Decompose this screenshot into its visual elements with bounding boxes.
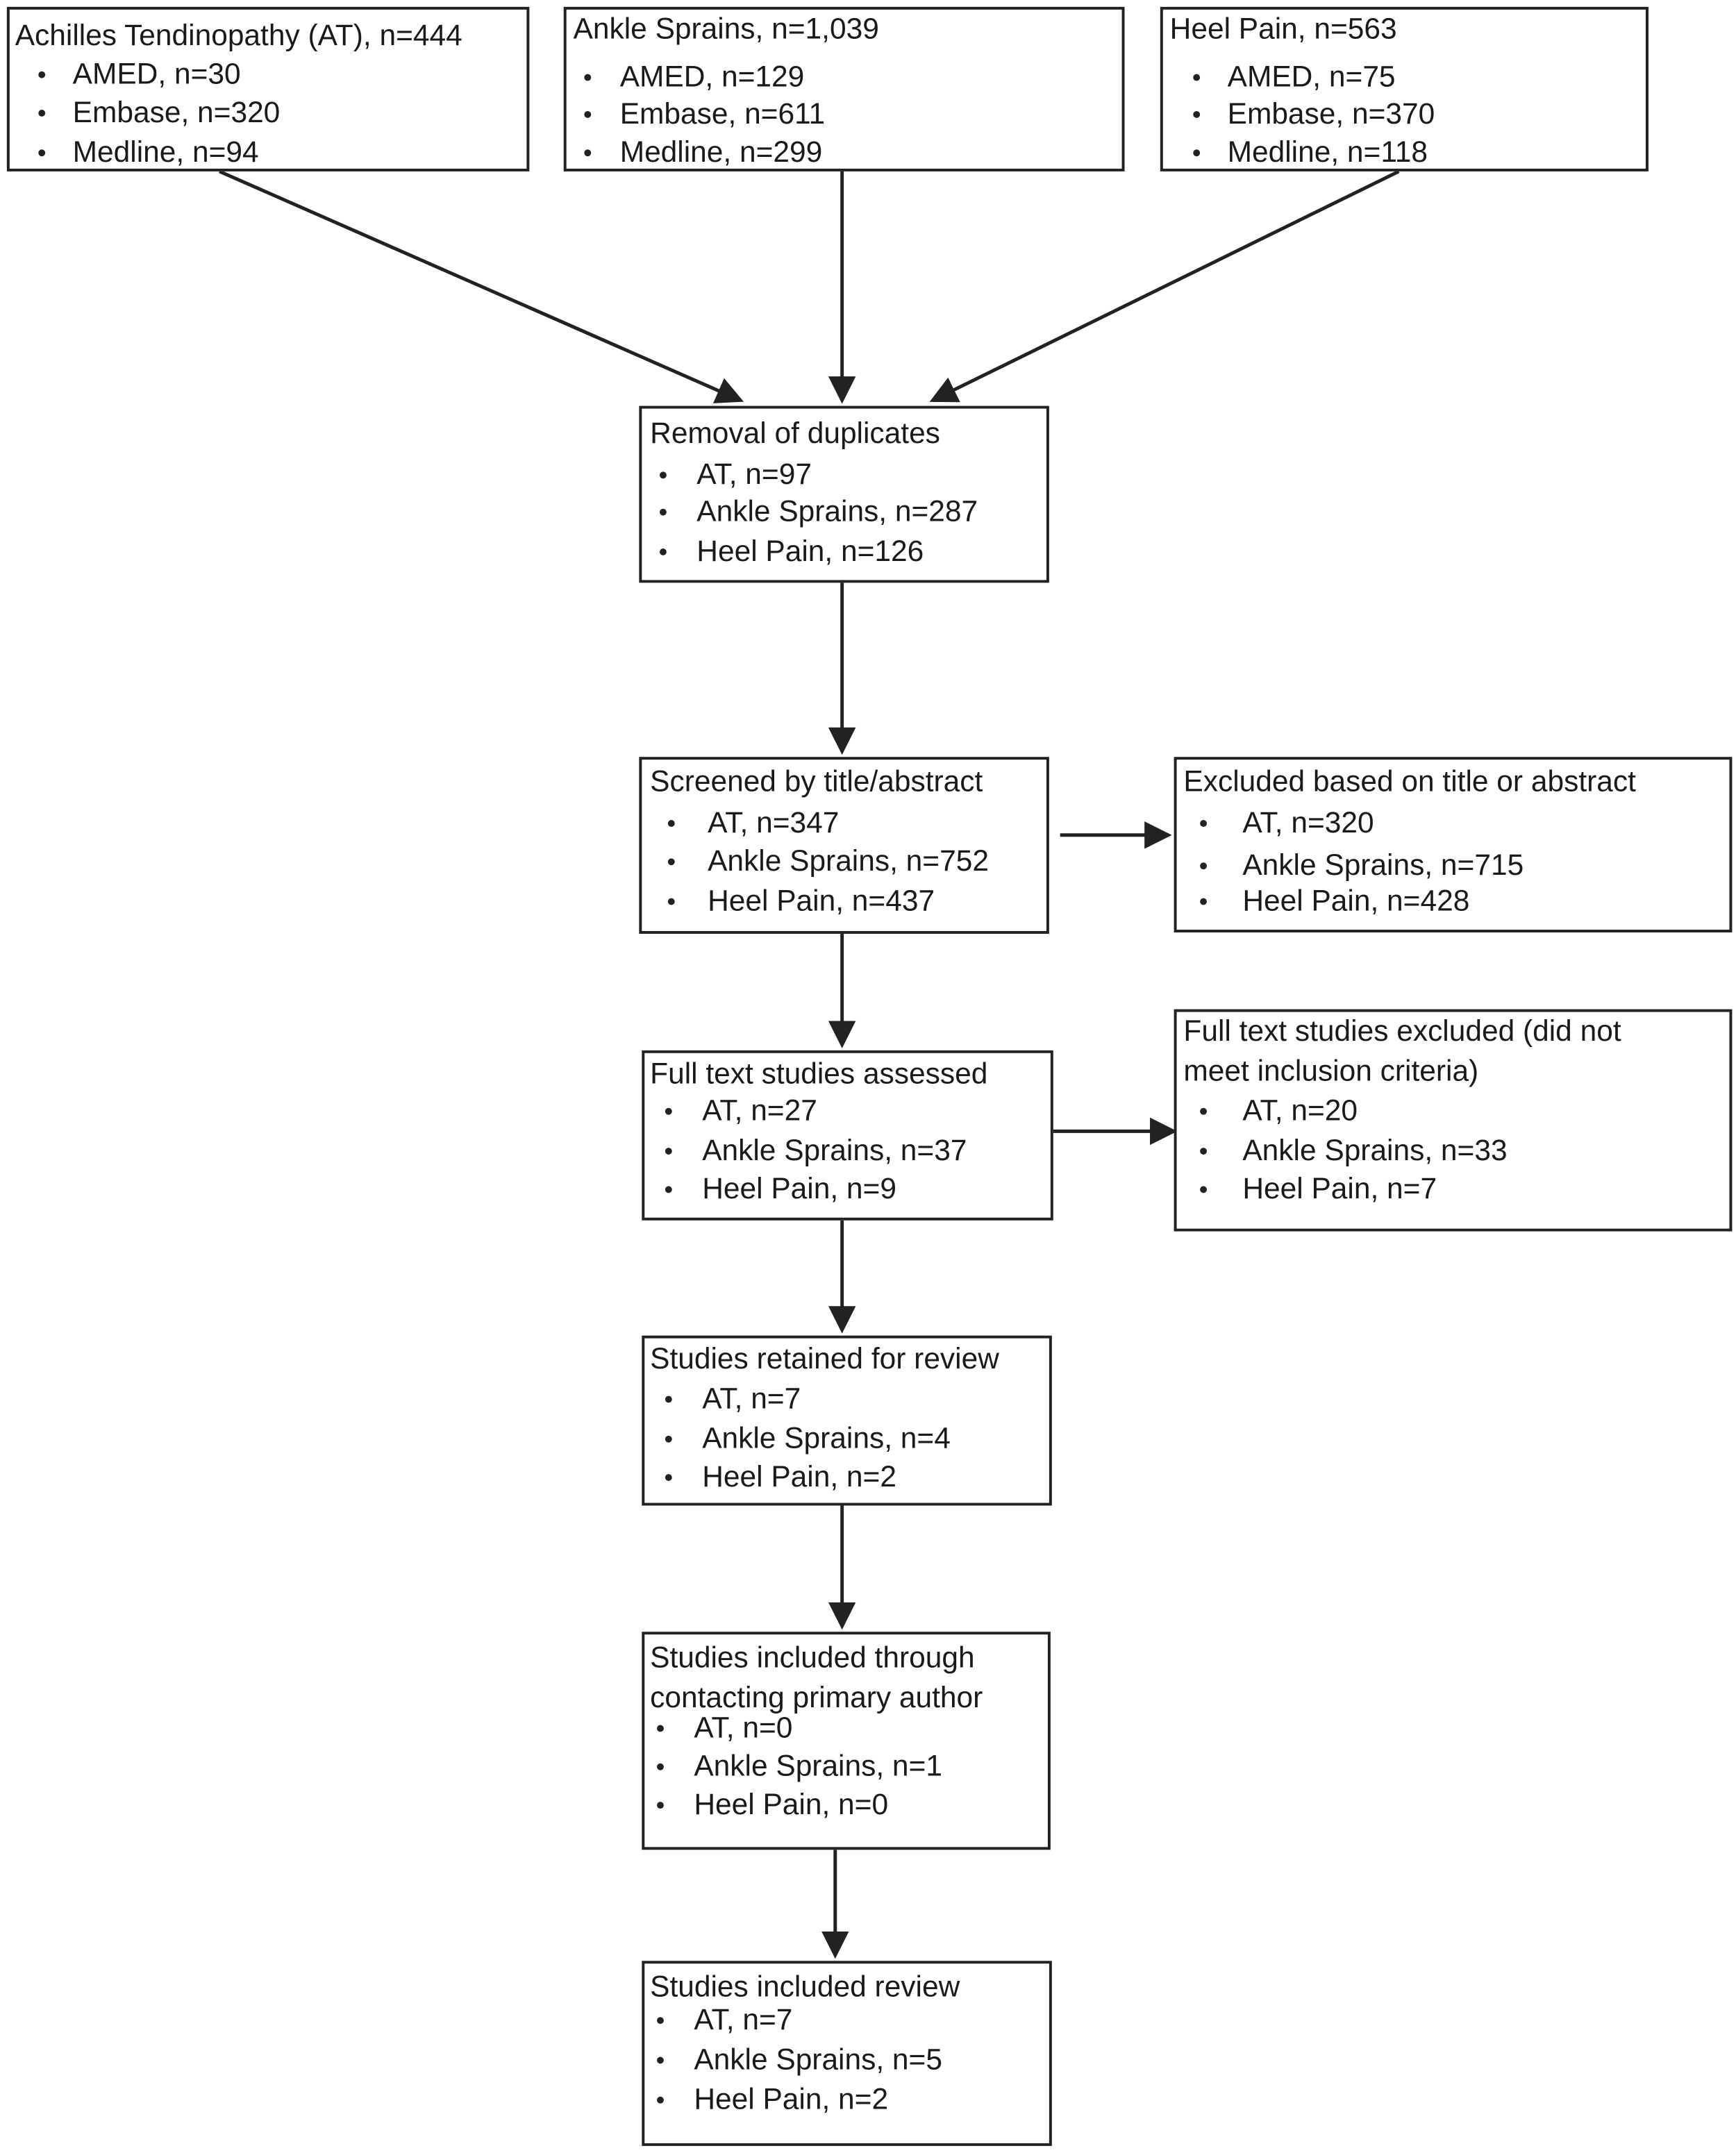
removal-duplicates-item: Ankle Sprains, n=287: [696, 494, 978, 528]
contacting-author-title: Studies included through: [650, 1641, 975, 1675]
full-text-assessed-title: Full text studies assessed: [650, 1057, 988, 1091]
achilles-search-title: Achilles Tendinopathy (AT), n=444: [15, 19, 462, 53]
heel-search-item: Embase, n=370: [1227, 97, 1435, 131]
excluded-title-abstract-item: AT, n=320: [1242, 806, 1374, 839]
included-review-item: Ankle Sprains, n=5: [694, 2043, 942, 2077]
full-text-excluded-item: AT, n=20: [1242, 1094, 1358, 1128]
achilles-search-box: [6, 6, 530, 171]
bullet-icon: [658, 548, 666, 555]
heel-search-box: [1160, 6, 1649, 171]
excluded-title-abstract-title: Excluded based on title or abstract: [1183, 765, 1636, 798]
excluded-title-abstract-item: Ankle Sprains, n=715: [1242, 848, 1524, 882]
retained-item: Heel Pain, n=2: [702, 1460, 896, 1493]
retained-box: [642, 1335, 1052, 1506]
bullet-icon: [664, 1395, 671, 1402]
bullet-icon: [1199, 1107, 1207, 1114]
full-text-excluded-item: Heel Pain, n=7: [1242, 1172, 1437, 1206]
contacting-author-title: contacting primary author: [650, 1681, 983, 1714]
full-text-excluded-item: Ankle Sprains, n=33: [1242, 1134, 1508, 1167]
removal-duplicates-title: Removal of duplicates: [650, 417, 940, 450]
bullet-icon: [1199, 1147, 1207, 1154]
removal-duplicates-item: AT, n=97: [696, 458, 812, 492]
bullet-icon: [664, 1473, 671, 1481]
bullet-icon: [37, 70, 45, 78]
achilles-search-item: Embase, n=320: [72, 96, 281, 129]
bullet-icon: [656, 1801, 663, 1809]
bullet-icon: [656, 1724, 663, 1732]
screened-item: Heel Pain, n=437: [708, 884, 935, 918]
retained-item: AT, n=7: [702, 1382, 801, 1416]
bullet-icon: [656, 2056, 663, 2063]
retained-title: Studies retained for review: [650, 1342, 999, 1375]
included-review-box: [642, 1961, 1052, 2146]
contacting-author-box: [642, 1632, 1051, 1850]
bullet-icon: [1192, 110, 1200, 117]
screened-item: AT, n=347: [708, 806, 840, 839]
heel-search-item: Medline, n=118: [1227, 135, 1428, 169]
achilles-search-item: Medline, n=94: [72, 135, 259, 169]
bullet-icon: [667, 897, 674, 905]
excluded-title-abstract-item: Heel Pain, n=428: [1242, 884, 1470, 918]
screened-box: [639, 757, 1049, 934]
full-text-assessed-item: AT, n=27: [702, 1094, 817, 1128]
bullet-icon: [1199, 1185, 1207, 1193]
ankle-search-title: Ankle Sprains, n=1,039: [573, 12, 879, 46]
bullet-icon: [37, 109, 45, 116]
bullet-icon: [664, 1185, 671, 1193]
achilles-search-item: AMED, n=30: [72, 57, 241, 91]
included-review-title: Studies included review: [650, 1970, 960, 2004]
bullet-icon: [583, 149, 591, 156]
contacting-author-item: AT, n=0: [694, 1711, 793, 1745]
flow-arrow: [929, 169, 1400, 403]
removal-duplicates-box: [639, 405, 1049, 583]
ankle-search-item: Medline, n=299: [619, 135, 823, 169]
screened-item: Ankle Sprains, n=752: [708, 844, 989, 878]
bullet-icon: [37, 149, 45, 156]
bullet-icon: [1199, 862, 1207, 869]
contacting-author-item: Ankle Sprains, n=1: [694, 1750, 942, 1783]
bullet-icon: [583, 110, 591, 117]
ankle-search-box: [563, 6, 1125, 171]
contacting-author-item: Heel Pain, n=0: [694, 1788, 889, 1821]
ankle-search-item: AMED, n=129: [619, 60, 805, 94]
flow-arrow: [219, 169, 744, 403]
bullet-icon: [667, 857, 674, 865]
removal-duplicates-item: Heel Pain, n=126: [696, 535, 924, 568]
bullet-icon: [1199, 897, 1207, 905]
bullet-icon: [583, 73, 591, 81]
heel-search-item: AMED, n=75: [1227, 60, 1396, 94]
bullet-icon: [1199, 819, 1207, 826]
bullet-icon: [656, 1762, 663, 1770]
bullet-icon: [1192, 149, 1200, 156]
bullet-icon: [664, 1434, 671, 1442]
heel-search-title: Heel Pain, n=563: [1169, 12, 1397, 46]
full-text-assessed-box: [642, 1050, 1053, 1221]
screened-title: Screened by title/abstract: [650, 765, 983, 798]
bullet-icon: [656, 2095, 663, 2103]
full-text-excluded-title: meet inclusion criteria): [1183, 1054, 1479, 1088]
full-text-assessed-item: Heel Pain, n=9: [702, 1172, 896, 1206]
full-text-excluded-title: Full text studies excluded (did not: [1183, 1014, 1621, 1048]
retained-item: Ankle Sprains, n=4: [702, 1422, 951, 1455]
bullet-icon: [1192, 73, 1200, 81]
bullet-icon: [658, 508, 666, 515]
bullet-icon: [656, 2016, 663, 2024]
included-review-item: Heel Pain, n=2: [694, 2083, 889, 2116]
excluded-title-abstract-box: [1174, 757, 1733, 932]
included-review-item: AT, n=7: [694, 2003, 793, 2036]
bullet-icon: [667, 819, 674, 826]
bullet-icon: [658, 471, 666, 478]
full-text-assessed-item: Ankle Sprains, n=37: [702, 1134, 967, 1167]
bullet-icon: [664, 1147, 671, 1154]
bullet-icon: [664, 1107, 671, 1114]
ankle-search-item: Embase, n=611: [619, 97, 826, 131]
full-text-excluded-box: [1174, 1009, 1733, 1232]
